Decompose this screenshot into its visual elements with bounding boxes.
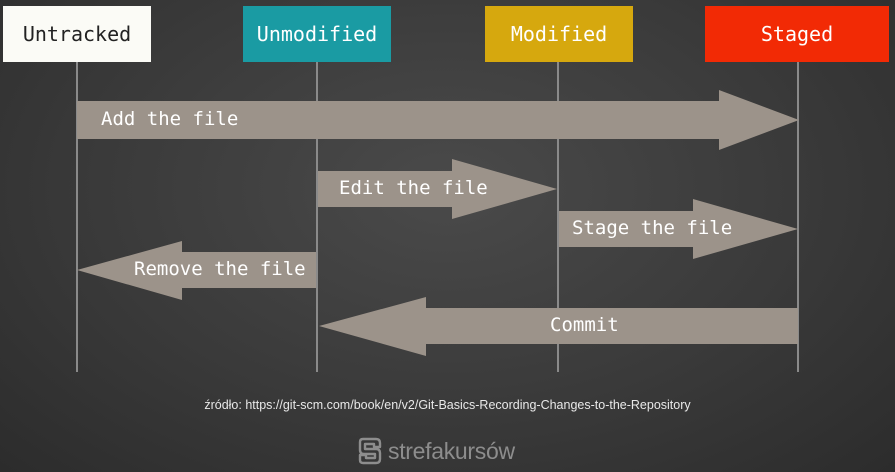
- label-stage-file: Stage the file: [572, 217, 733, 239]
- arrow-stage-file: [559, 199, 798, 259]
- arrow-remove-file: [77, 241, 316, 300]
- label-remove-file: Remove the file: [134, 258, 306, 280]
- label-edit-file: Edit the file: [339, 177, 488, 199]
- brand-logo: strefakursów: [356, 433, 515, 469]
- lifeline-staged: [797, 62, 799, 372]
- state-untracked: Untracked: [3, 6, 151, 62]
- lifeline-modified: [557, 62, 559, 372]
- brand-name: strefakursów: [388, 437, 515, 464]
- arrow-add-file: [77, 90, 799, 150]
- lifeline-unmodified: [316, 62, 318, 372]
- source-citation: źródło: https://git-scm.com/book/en/v2/G…: [204, 398, 691, 412]
- brand-icon: [358, 437, 382, 465]
- label-add-file: Add the file: [101, 108, 239, 130]
- label-commit: Commit: [550, 314, 619, 336]
- arrow-edit-file: [318, 159, 557, 219]
- state-modified: Modified: [485, 6, 633, 62]
- state-unmodified: Unmodified: [243, 6, 391, 62]
- arrow-commit: [319, 297, 798, 356]
- lifeline-untracked: [76, 62, 78, 372]
- state-staged: Staged: [705, 6, 889, 62]
